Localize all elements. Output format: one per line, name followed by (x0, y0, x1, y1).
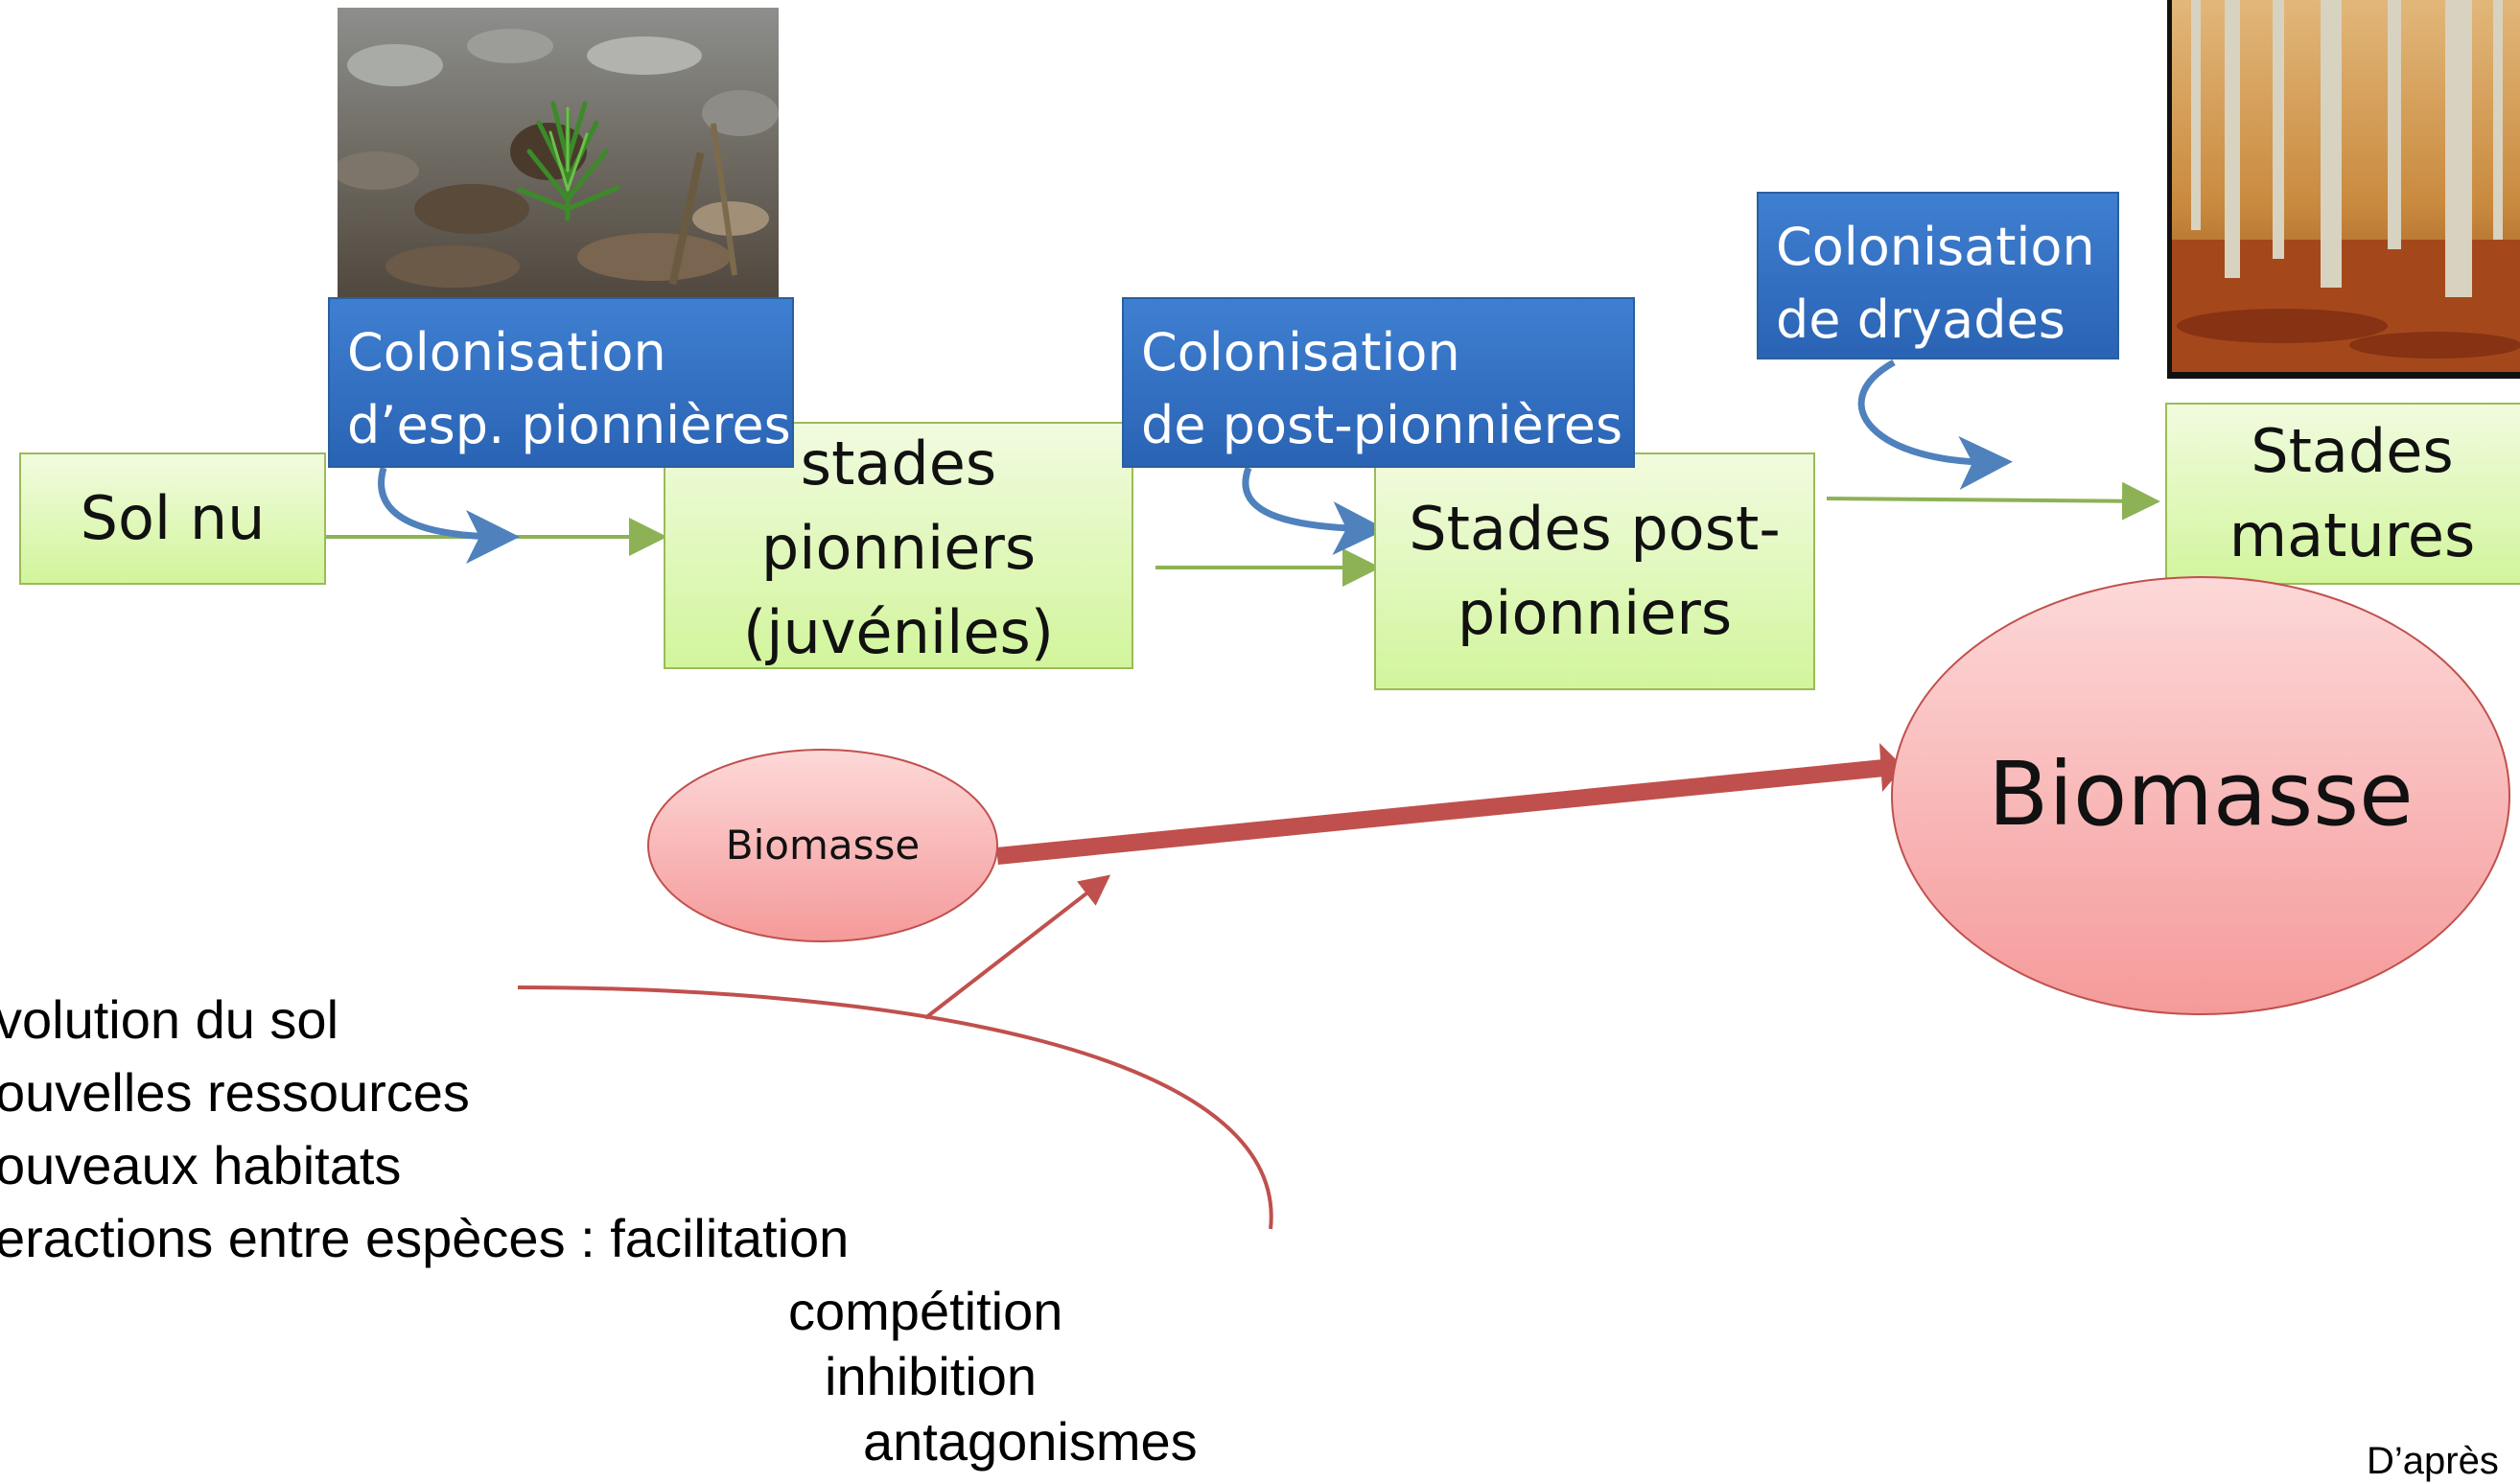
process-bracket-curve (517, 985, 1273, 1230)
colonisation-post-pionnieres-label: Colonisation de post-pionnières (1122, 297, 1635, 468)
mature-forest-photo (2167, 0, 2520, 379)
blue-arrow-3 (1857, 359, 2013, 490)
biomass-growth-arrow (996, 758, 1895, 865)
interaction-competition: compétition (788, 1281, 1063, 1341)
pine-seedling-photo (338, 8, 779, 305)
process-line-habitats: ouveaux habitats (0, 1135, 402, 1195)
stage-post-pionniers: Stades post- pionniers (1374, 452, 1815, 690)
biomass-small-label: Biomasse (725, 822, 921, 869)
blue-arrow-2 (1242, 466, 1387, 556)
source-credit: D’après (2367, 1440, 2499, 1482)
process-line-sol: volution du sol (0, 989, 339, 1050)
blue-arrow-1 (378, 467, 520, 564)
colonisation-dryades-label: Colonisation de dryades (1757, 192, 2119, 359)
interaction-antagonismes: antagonismes (863, 1411, 1198, 1472)
process-line-interactions: eractions entre espèces : facilitation (0, 1208, 850, 1268)
stage-matures: Stades matures (2165, 403, 2520, 585)
process-influence-arrow (923, 874, 1111, 1020)
stage-sol-nu: Sol nu (19, 452, 326, 585)
biomass-large-label: Biomasse (1988, 743, 2414, 846)
process-line-ressources: ouvelles ressources (0, 1062, 470, 1123)
green-arrow-3 (1826, 481, 2160, 521)
colonisation-pionnieres-label: Colonisation d’esp. pionnières (328, 297, 794, 468)
interaction-inhibition: inhibition (825, 1346, 1038, 1406)
